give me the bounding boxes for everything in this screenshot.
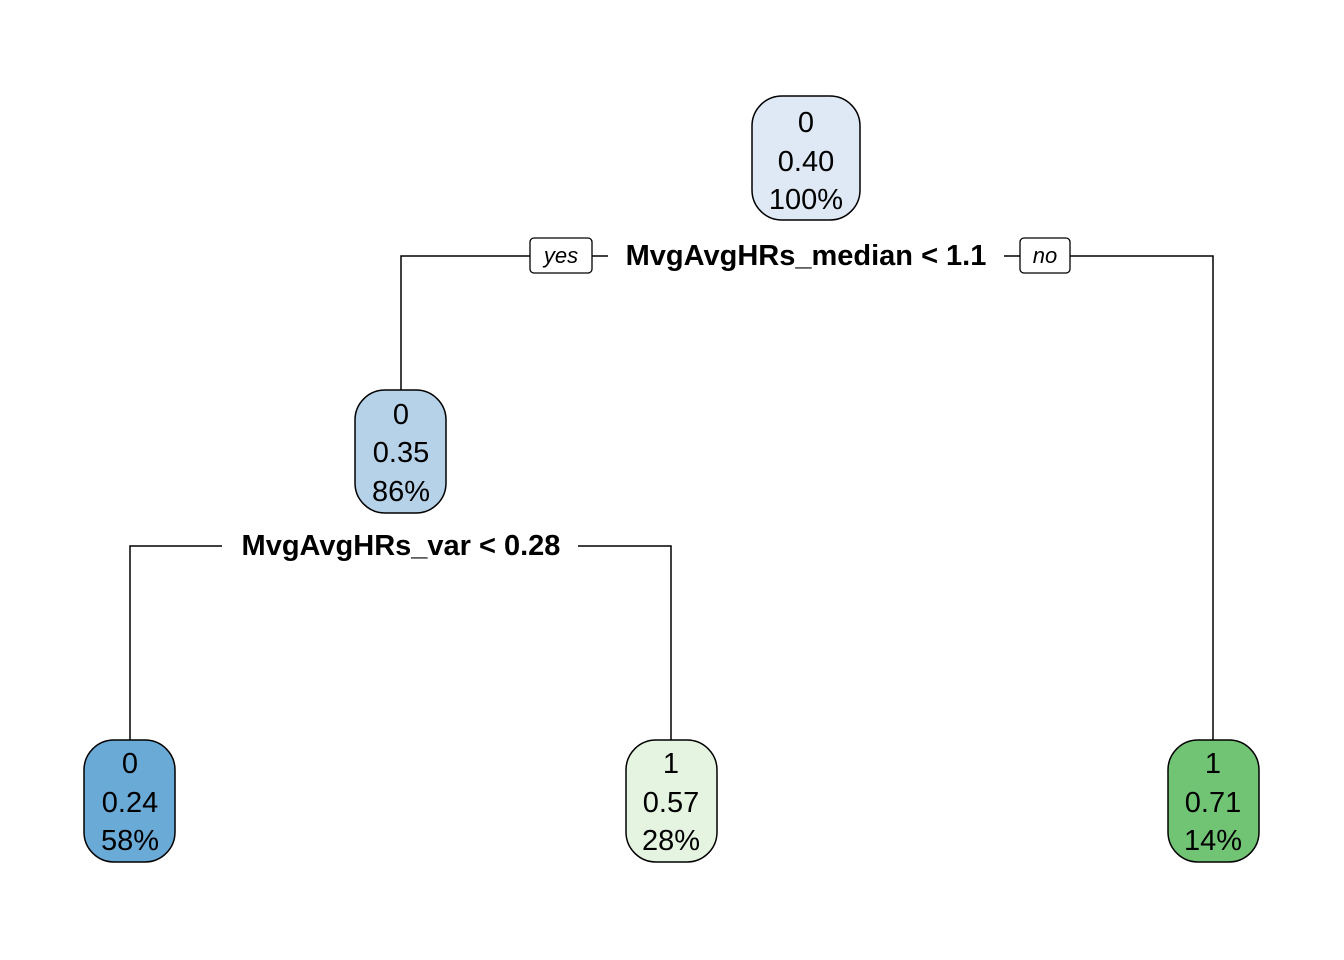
split-root: yes MvgAvgHRs_median < 1.1 no [529,237,1071,274]
leaf-left-right-class: 1 [663,748,679,780]
no-badge-label: no [1033,243,1057,268]
node-left-class: 0 [393,399,409,431]
yes-badge-label: yes [542,243,578,268]
edge-left-rightleaf [578,545,672,740]
node-root-class: 0 [798,107,814,139]
leaf-left-left-class: 0 [122,748,138,780]
leaf-left-right: 1 0.57 28% [625,739,718,863]
leaf-left-left: 0 0.24 58% [83,739,176,863]
leaf-right: 1 0.71 14% [1167,739,1260,863]
leaf-right-class: 1 [1205,748,1221,780]
split-left-label: MvgAvgHRs_var < 0.28 [242,530,561,562]
node-left-box [354,389,447,514]
edge-root-left [400,255,530,390]
no-badge-box [1019,237,1071,274]
leaf-left-right-pct: 28% [642,825,700,857]
split-root-label: MvgAvgHRs_median < 1.1 [626,240,987,272]
node-root-pct: 100% [769,184,843,216]
node-left: 0 0.35 86% [354,389,447,514]
leaf-right-box [1167,739,1260,863]
yes-badge-box [529,237,593,274]
edge-left-leftleaf [129,545,222,740]
node-root-prob: 0.40 [778,146,834,178]
leaf-left-right-prob: 0.57 [643,787,699,819]
node-root: 0 0.40 100% [751,95,861,221]
edge-root-right [1070,255,1214,740]
node-left-prob: 0.35 [373,437,429,469]
leaf-left-left-box [83,739,176,863]
leaf-right-pct: 14% [1184,825,1242,857]
leaf-left-right-box [625,739,718,863]
node-root-box [751,95,861,221]
node-left-pct: 86% [372,476,430,508]
tree-edges [129,255,1214,740]
leaf-left-left-pct: 58% [101,825,159,857]
leaf-left-left-prob: 0.24 [102,787,158,819]
leaf-right-prob: 0.71 [1185,787,1241,819]
